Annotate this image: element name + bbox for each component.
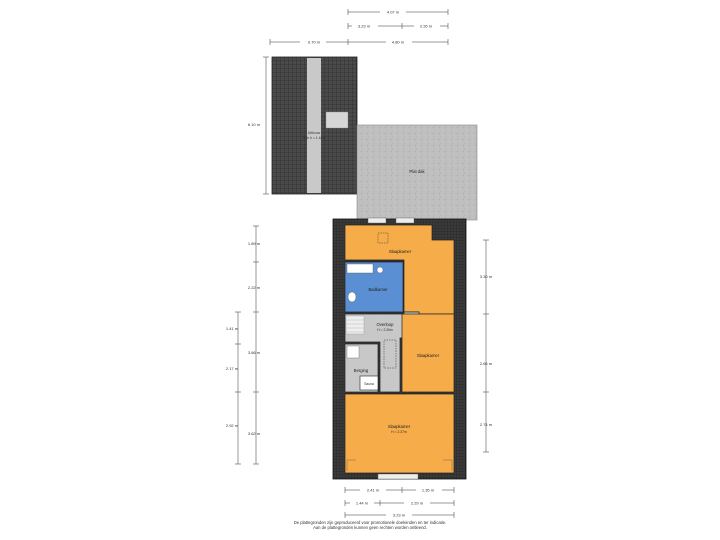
landing-label: Overloop <box>377 322 395 327</box>
dim-left-4: 3.66 m <box>248 350 261 355</box>
disclaimer: De plattegronden zijn geproduceerd voor … <box>240 520 500 530</box>
bedroom-middle: Slaapkamer <box>401 313 455 393</box>
dim-top-total: 4.07 m <box>387 10 400 15</box>
top-dimensions: 4.07 m 3.23 m 2.26 m 0.70 m 4.80 m <box>269 9 449 45</box>
bathroom: Badkamer <box>344 261 404 313</box>
dim-left-2: 2.22 m <box>248 285 261 290</box>
dim-bottom2-right: 2.29 m <box>411 501 424 506</box>
storage-label: Berging <box>354 368 369 373</box>
bottom-dimensions: 2.41 m 1.35 m 1.44 m 2.29 m 3.23 m <box>344 487 455 518</box>
flat-roof: Plat dak <box>356 124 478 221</box>
dim-left-3: 1.41 m <box>226 326 239 331</box>
disclaimer-line-2: Aan de plattegronden kunnen geen rechten… <box>313 525 427 530</box>
bedroom-bottom-sub: H = 2.37m <box>391 430 407 434</box>
dim-top-row2-left: 0.70 m <box>308 40 321 45</box>
dim-right-2: 2.66 m <box>480 361 493 366</box>
stairs <box>345 315 365 335</box>
roof-label: Uitbouw <box>308 131 321 135</box>
dim-right-1: 3.30 m <box>480 274 493 279</box>
bathroom-label: Badkamer <box>368 287 388 292</box>
sauna-label: Sauna <box>364 382 374 386</box>
roof-sub: vrije h = 1.44m <box>303 136 326 140</box>
dim-top-left: 3.23 m <box>358 24 371 29</box>
right-dimensions: 3.30 m 2.66 m 2.74 m <box>480 239 493 453</box>
dim-left-7: 3.62 m <box>248 431 261 436</box>
landing-sub: H = 2.26m <box>377 328 393 332</box>
dim-left-1: 1.89 m <box>248 241 261 246</box>
dim-left-6: 2.92 m <box>226 423 239 428</box>
dim-top-row2-right: 4.80 m <box>392 40 405 45</box>
dim-bottom2-left: 1.44 m <box>356 501 369 506</box>
left-dimensions: 1.89 m 2.22 m 3.66 m 3.62 m 1.41 m 2.17 … <box>226 225 261 465</box>
bedroom-bottom-label: Slaapkamer <box>388 424 411 429</box>
dim-top-right: 2.26 m <box>420 24 433 29</box>
roof-extension: Uitbouw vrije h = 1.44m <box>271 56 358 195</box>
landing: Overloop H = 2.26m <box>344 311 420 393</box>
bedroom-top-label: Slaapkamer <box>389 249 412 254</box>
dim-bottom-total: 3.23 m <box>393 513 406 518</box>
dim-left-5: 2.17 m <box>226 366 239 371</box>
dim-right-3: 2.74 m <box>480 422 493 427</box>
flat-roof-label: Plat dak <box>409 169 425 174</box>
dim-bottom-left: 2.41 m <box>367 488 380 493</box>
disclaimer-line-1: De plattegronden zijn geproduceerd voor … <box>293 520 447 525</box>
dim-bottom-right: 1.35 m <box>422 488 435 493</box>
bedroom-middle-label: Slaapkamer <box>417 353 440 358</box>
bedroom-bottom: Slaapkamer H = 2.37m <box>344 393 455 474</box>
roof-height-dimension: 6.10 m <box>248 56 269 195</box>
sauna: Sauna <box>359 375 379 391</box>
dim-roof-height: 6.10 m <box>248 122 261 127</box>
